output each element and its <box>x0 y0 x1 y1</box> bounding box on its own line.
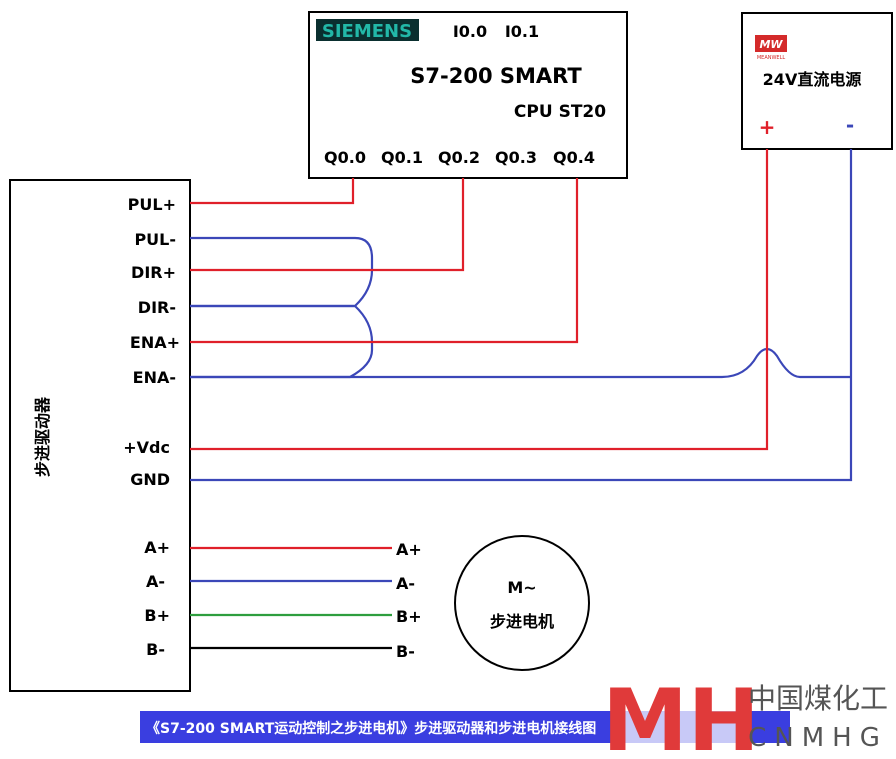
caption-text: 《S7-200 SMART运动控制之步进电机》步进驱动器和步进电机接线图 <box>146 720 596 737</box>
stepper-motor <box>454 535 590 671</box>
terminal-pul-minus: PUL- <box>134 230 176 249</box>
power-minus-terminal: - <box>846 113 854 137</box>
driver-terminal-b-minus: B- <box>146 640 165 659</box>
wire-pul-plus-q00 <box>190 178 355 205</box>
meanwell-logo: MW MEANWELL <box>755 35 787 61</box>
plc-input-1: I0.1 <box>505 22 539 41</box>
terminal-dir-plus: DIR+ <box>131 263 176 282</box>
terminal-gnd: GND <box>130 470 170 489</box>
driver-title: 步进驱动器 <box>33 396 52 477</box>
plc-model: S7-200 SMART <box>410 64 582 88</box>
motor-wires <box>190 546 392 650</box>
svg-text:MH: MH <box>602 671 760 759</box>
plc-output-q03: Q0.3 <box>495 148 537 167</box>
svg-text:MEANWELL: MEANWELL <box>757 55 786 61</box>
wire-gnd-24v-minus <box>190 149 853 482</box>
terminal-pul-plus: PUL+ <box>128 195 176 214</box>
wire-dir-minus-ena-minus <box>190 304 374 379</box>
watermark-logo: MH 中国煤化工 CNMHG <box>602 671 888 759</box>
plc-output-q02: Q0.2 <box>438 148 480 167</box>
motor-name: 步进电机 <box>490 612 554 631</box>
terminal-ena-plus: ENA+ <box>130 333 180 352</box>
svg-text:MW: MW <box>759 38 783 51</box>
terminal-vdc: +Vdc <box>123 438 170 457</box>
plc-input-0: I0.0 <box>453 22 487 41</box>
wire-ena-minus-common <box>190 347 851 379</box>
plc-output-q00: Q0.0 <box>324 148 366 167</box>
svg-text:中国煤化工: 中国煤化工 <box>748 682 888 715</box>
terminal-ena-minus: ENA- <box>133 368 176 387</box>
plc-cpu: CPU ST20 <box>514 102 606 122</box>
driver-box <box>9 179 191 692</box>
plc-output-q01: Q0.1 <box>381 148 423 167</box>
motor-terminal-b-plus: B+ <box>396 607 422 626</box>
plc-brand: SIEMENS <box>322 21 412 42</box>
motor-terminal-a-plus: A+ <box>396 540 422 559</box>
terminal-dir-minus: DIR- <box>138 298 176 317</box>
svg-text:CNMHG: CNMHG <box>748 723 888 753</box>
wire-ena-plus-q04 <box>190 178 579 344</box>
driver-terminal-b-plus: B+ <box>144 606 170 625</box>
power-plus-terminal: + <box>759 115 776 139</box>
driver-terminal-a-plus: A+ <box>144 538 170 557</box>
wire-pul-minus-dir-minus <box>190 236 374 308</box>
plc-output-q04: Q0.4 <box>553 148 595 167</box>
power-supply-title: 24V直流电源 <box>763 70 862 89</box>
driver-terminal-a-minus: A- <box>146 572 165 591</box>
control-wires <box>190 149 853 482</box>
motor-symbol: M~ <box>507 578 536 597</box>
wire-vdc-24v-plus <box>190 149 769 451</box>
plc-brand-badge <box>316 19 419 41</box>
motor-terminal-a-minus: A- <box>396 574 415 593</box>
wire-dir-plus-q02 <box>190 178 465 272</box>
motor-terminal-b-minus: B- <box>396 642 415 661</box>
